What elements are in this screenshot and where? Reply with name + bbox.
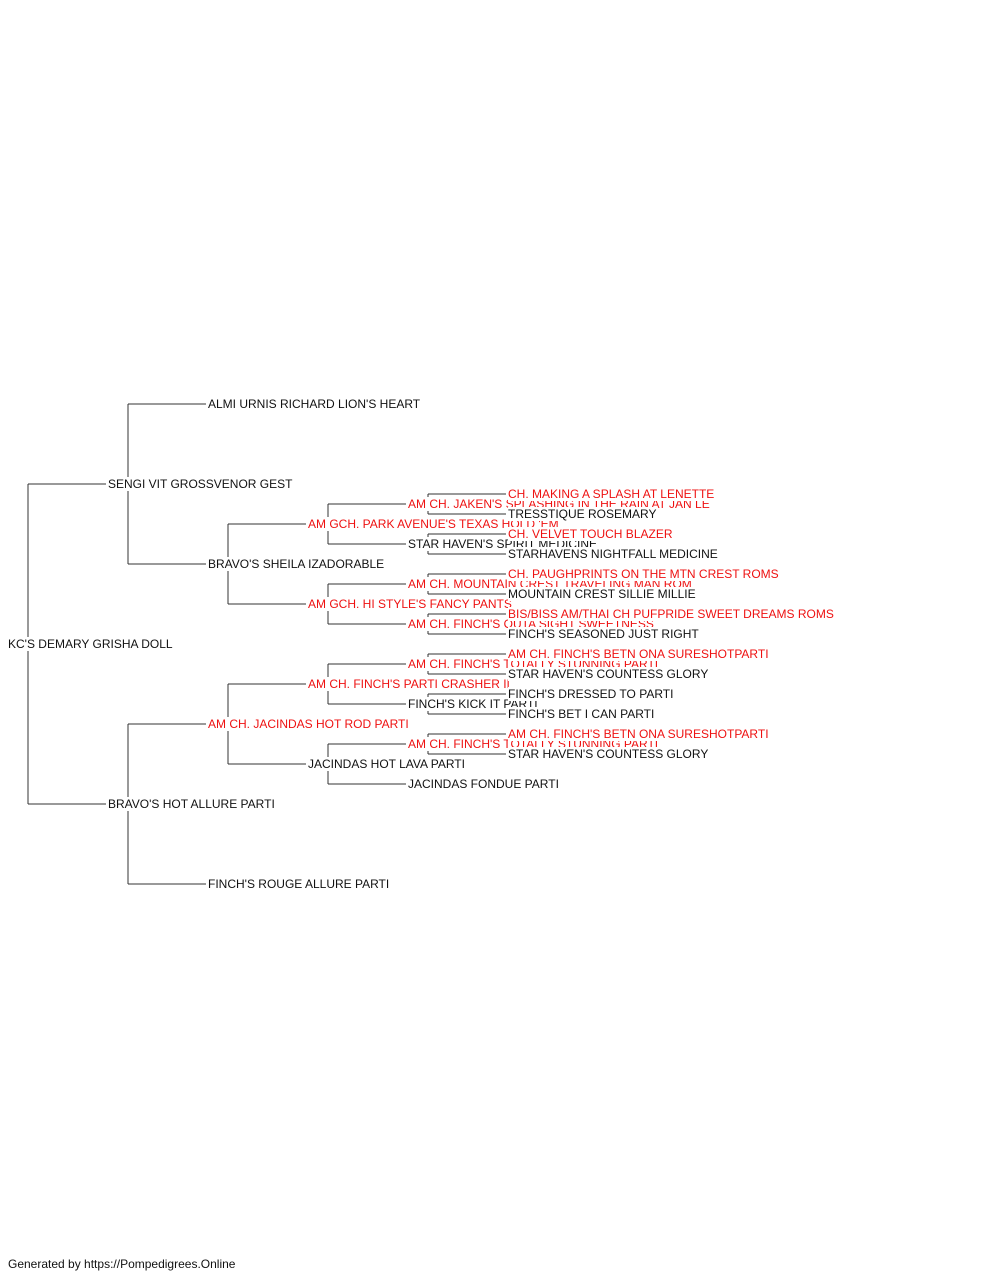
pedigree-gen5-4: STARHAVENS NIGHTFALL MEDICINE	[508, 547, 720, 561]
pedigree-gen5-12: FINCH'S BET I CAN PARTI	[508, 707, 657, 721]
pedigree-sire: SENGI VIT GROSSVENOR GEST	[108, 477, 295, 491]
pedigree-sire-sire: ALMI URNIS RICHARD LION'S HEART	[208, 397, 423, 411]
generated-by-footer: Generated by https://Pompedigrees.Online	[8, 1257, 236, 1271]
pedigree-gen5-2: TRESSTIQUE ROSEMARY	[508, 507, 659, 521]
pedigree-gen5-7: BIS/BISS AM/THAI CH PUFPRIDE SWEET DREAM…	[508, 607, 836, 621]
pedigree-gen5-9: AM CH. FINCH'S BETN ONA SURESHOTPARTI	[508, 647, 771, 661]
pedigree-gen5-1: CH. MAKING A SPLASH AT LENETTE	[508, 487, 717, 501]
pedigree-sire-dam: BRAVO'S SHEILA IZADORABLE	[208, 557, 387, 571]
pedigree-dam-sire-dam-dam: JACINDAS FONDUE PARTI	[408, 777, 561, 791]
pedigree-dam-sire-dam: JACINDAS HOT LAVA PARTI	[308, 757, 467, 771]
pedigree-sire-dam-sire: AM GCH. PARK AVENUE'S TEXAS HOLD 'EM	[308, 517, 561, 531]
pedigree-dam-sire-sire: AM CH. FINCH'S PARTI CRASHER II	[308, 677, 512, 691]
pedigree-dam: BRAVO'S HOT ALLURE PARTI	[108, 797, 277, 811]
pedigree-gen5-11: FINCH'S DRESSED TO PARTI	[508, 687, 676, 701]
pedigree-gen5-14: STAR HAVEN'S COUNTESS GLORY	[508, 747, 711, 761]
pedigree-subject: KC'S DEMARY GRISHA DOLL	[8, 637, 175, 651]
pedigree-gen5-6: MOUNTAIN CREST SILLIE MILLIE	[508, 587, 698, 601]
pedigree-sire-dam-dam: AM GCH. HI STYLE'S FANCY PANTS	[308, 597, 514, 611]
pedigree-dam-dam: FINCH'S ROUGE ALLURE PARTI	[208, 877, 392, 891]
pedigree-dam-sire-sire-dam: FINCH'S KICK IT PARTI	[408, 697, 540, 711]
pedigree-dam-sire: AM CH. JACINDAS HOT ROD PARTI	[208, 717, 411, 731]
pedigree-gen5-5: CH. PAUGHPRINTS ON THE MTN CREST ROMS	[508, 567, 781, 581]
pedigree-gen5-3: CH. VELVET TOUCH BLAZER	[508, 527, 675, 541]
pedigree-gen5-8: FINCH'S SEASONED JUST RIGHT	[508, 627, 701, 641]
pedigree-gen5-10: STAR HAVEN'S COUNTESS GLORY	[508, 667, 711, 681]
pedigree-gen5-13: AM CH. FINCH'S BETN ONA SURESHOTPARTI	[508, 727, 771, 741]
